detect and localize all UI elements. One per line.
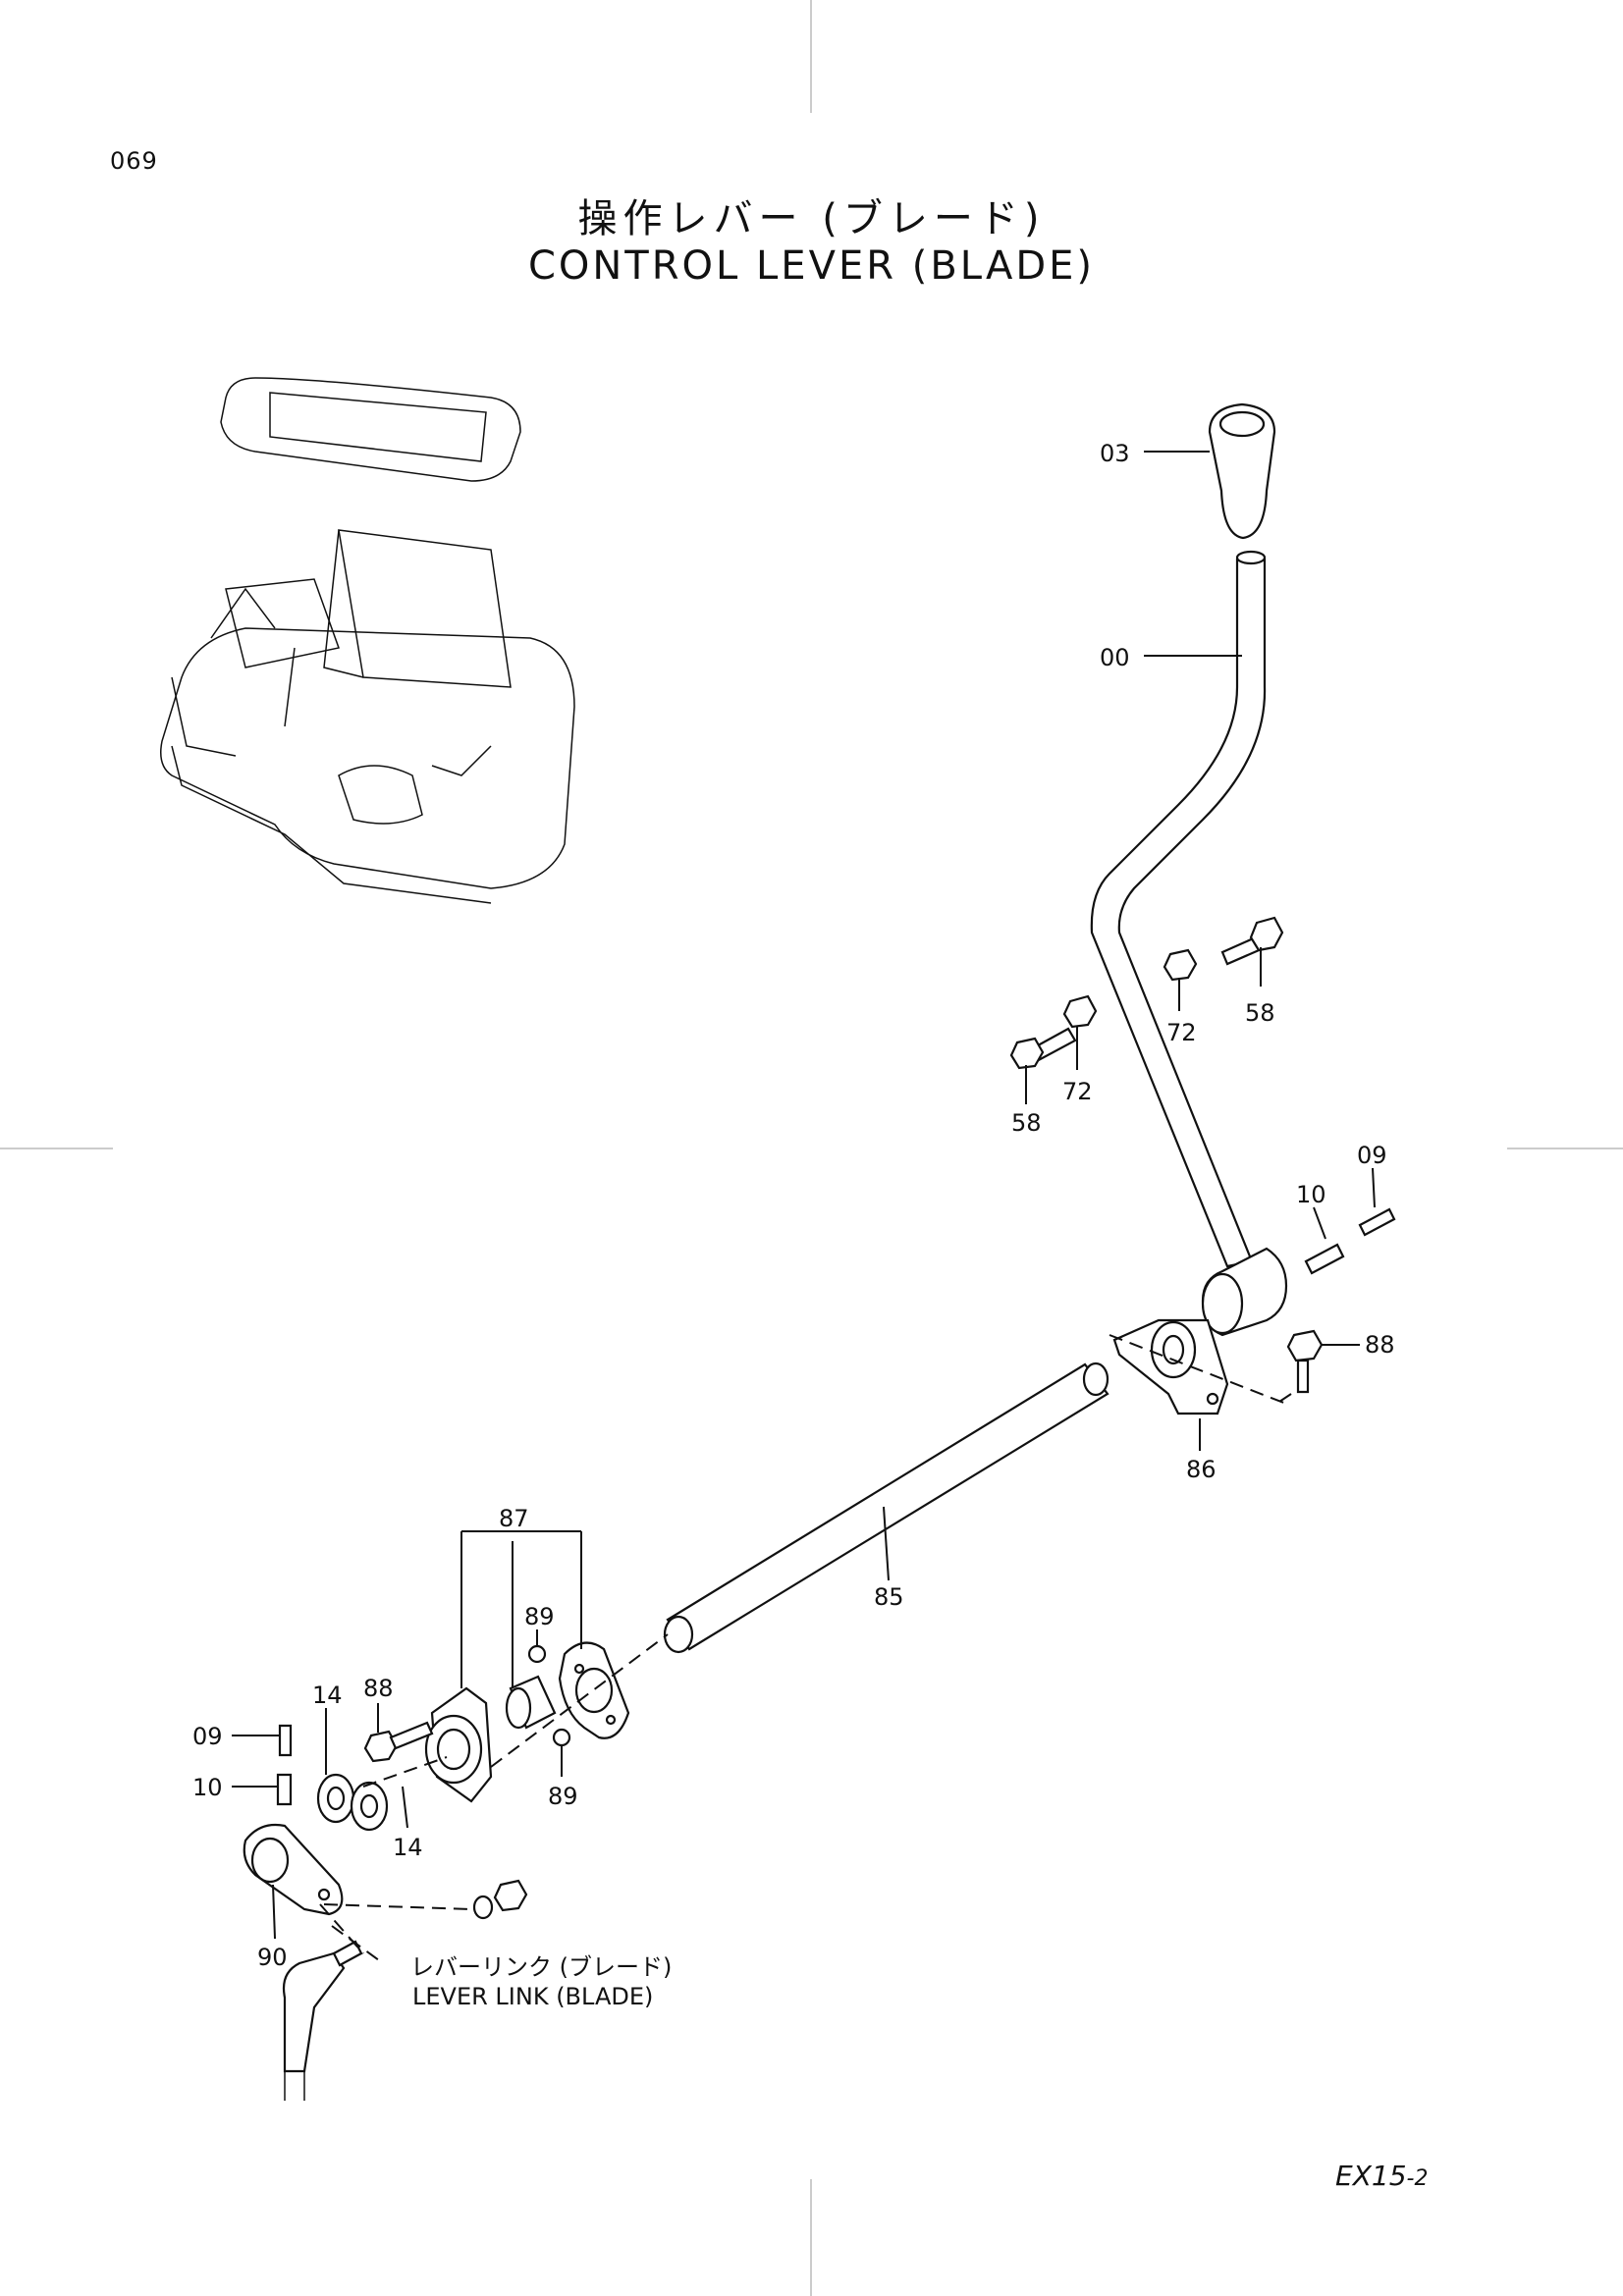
callout-10-right: 10: [1296, 1181, 1326, 1208]
bolt-left: [363, 1721, 434, 1763]
machine-illustration: [160, 377, 575, 904]
callout-72-top: 72: [1166, 1019, 1197, 1046]
bearing-block: [1112, 1318, 1229, 1415]
lever-knob: [1208, 402, 1276, 540]
callout-90: 90: [257, 1944, 288, 1971]
callout-88-left: 88: [363, 1675, 394, 1702]
callout-00: 00: [1100, 644, 1130, 671]
flange-plate: [558, 1641, 630, 1739]
shaft: [663, 1362, 1109, 1654]
nut-washer: [472, 1879, 528, 1920]
model-suffix: -2: [1406, 2166, 1429, 2191]
callout-10-left: 10: [192, 1774, 223, 1801]
pins-right: [1304, 1207, 1396, 1275]
lever-link-label-en: LEVER LINK (BLADE): [412, 1983, 653, 2010]
page-number: 069: [110, 147, 158, 175]
pins-left: [276, 1724, 293, 1806]
callout-09-left: 09: [192, 1723, 223, 1750]
model-main: EX15: [1335, 2160, 1407, 2192]
bolt-right: [1286, 1329, 1324, 1394]
lever-link-label-jp: レバーリンク (ブレード): [410, 1953, 672, 1981]
pivot-boss: [1201, 1247, 1288, 1337]
ball-joint: [282, 1940, 363, 2101]
bolt-nut-set-top: [1009, 916, 1284, 1070]
callout-89-top: 89: [524, 1603, 555, 1630]
callout-09-right: 09: [1357, 1142, 1387, 1169]
title-japanese: 操作レバー (ブレード): [577, 196, 1046, 241]
callout-58-mid: 58: [1011, 1109, 1042, 1137]
callout-03: 03: [1100, 440, 1130, 467]
housing: [424, 1686, 493, 1803]
callout-58-top: 58: [1245, 999, 1275, 1027]
callout-85: 85: [874, 1583, 904, 1611]
title-english: CONTROL LEVER (BLADE): [527, 243, 1096, 289]
lever-arm: [243, 1823, 344, 1916]
model-code: EX15-2: [1335, 2160, 1428, 2192]
callout-89-bottom: 89: [548, 1783, 578, 1810]
callout-86: 86: [1186, 1456, 1217, 1483]
callout-14-top: 14: [312, 1682, 343, 1709]
washers: [316, 1773, 389, 1832]
callout-87: 87: [499, 1505, 529, 1532]
bushing: [505, 1644, 571, 1747]
callouts: 03 00 72 58 72 58 10 09 88 86 85 87 89 8…: [192, 440, 1395, 2010]
leader-lines: [232, 451, 1376, 1964]
callout-72-mid: 72: [1062, 1078, 1093, 1105]
callout-88-right: 88: [1365, 1331, 1395, 1359]
callout-14-bottom: 14: [393, 1834, 423, 1861]
